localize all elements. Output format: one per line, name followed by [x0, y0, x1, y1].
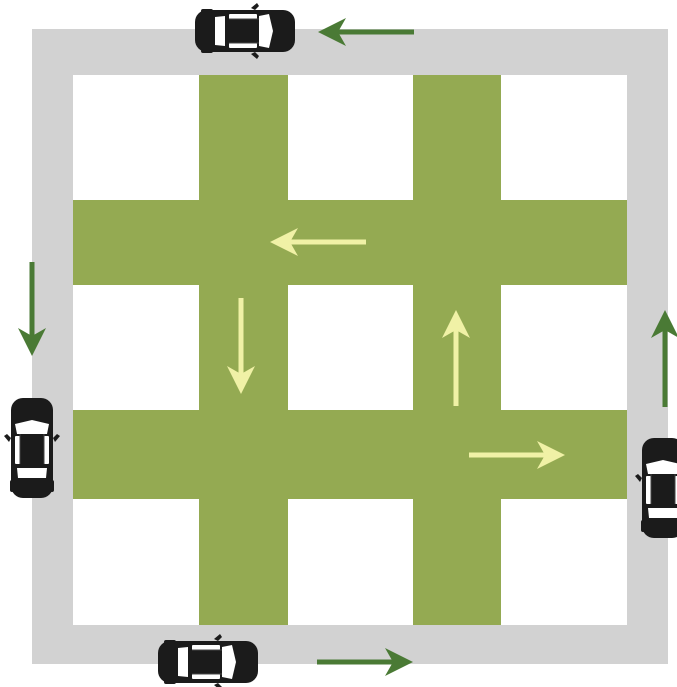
inner-arrows	[227, 228, 565, 469]
arrow-down-icon	[227, 298, 255, 394]
car-icon	[157, 633, 259, 687]
arrow-left-icon	[318, 18, 414, 46]
car-icon	[194, 2, 296, 60]
inner-block	[73, 75, 627, 625]
arrow-right-icon	[469, 441, 565, 469]
outer-arrows	[18, 18, 677, 676]
arrow-up-icon	[651, 310, 677, 407]
car-icon	[3, 397, 61, 499]
arrow-down-icon	[18, 262, 46, 356]
arrow-left-icon	[270, 228, 366, 256]
arrow-up-icon	[442, 310, 470, 406]
arrow-right-icon	[317, 648, 413, 676]
